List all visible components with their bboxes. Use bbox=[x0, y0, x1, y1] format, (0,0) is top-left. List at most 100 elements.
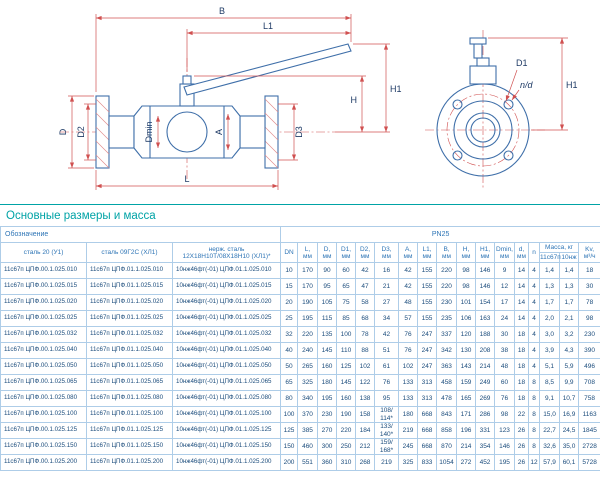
dim-column-name: L, bbox=[304, 245, 311, 253]
value-cell: 1,7 bbox=[539, 294, 561, 311]
designation-cell: 11с67п ЦПФ.00.1.025.020 bbox=[0, 294, 87, 311]
dim-column-unit: мм bbox=[360, 252, 370, 260]
value-cell: 219 bbox=[398, 422, 419, 439]
value-cell: 551 bbox=[297, 454, 319, 471]
value-cell: 708 bbox=[578, 374, 600, 391]
value-cell: 370 bbox=[297, 406, 319, 423]
value-cell: 1,3 bbox=[539, 278, 561, 295]
dim-column-unit: мм bbox=[303, 252, 312, 260]
value-cell: 10,7 bbox=[559, 390, 580, 407]
value-cell: 65 bbox=[336, 278, 357, 295]
dim-label-d2: D2 bbox=[76, 126, 86, 138]
dim-label-l1: L1 bbox=[263, 21, 273, 31]
value-cell: 68 bbox=[355, 310, 376, 327]
value-cell: 1054 bbox=[436, 454, 458, 471]
dim-label-h: H bbox=[351, 95, 358, 105]
value-cell: 668 bbox=[417, 406, 438, 423]
designation-cell: 10нж46фт(-01) ЦПФ.01.1.025.080 bbox=[171, 390, 282, 407]
dim-column-unit: мм bbox=[442, 252, 451, 260]
value-cell: 286 bbox=[475, 406, 496, 423]
value-cell: 85 bbox=[336, 310, 357, 327]
designation-cell: 11с67п ЦПФ.00.1.025.032 bbox=[0, 326, 87, 343]
value-cell: 143 bbox=[456, 358, 477, 375]
designation-cell: 10нж46фт(-01) ЦПФ.01.1.025.010 bbox=[171, 262, 282, 279]
steel-col-header-09g2s: сталь 09Г2С (ХЛ1) bbox=[86, 242, 173, 263]
value-cell: 208 bbox=[475, 342, 496, 359]
designation-cell: 11с67п ЦПФ.01.1.025.100 bbox=[86, 406, 173, 423]
value-cell: 133/ 140* bbox=[374, 422, 400, 439]
value-cell: 219 bbox=[374, 454, 400, 471]
mass-subcol-header-10nzh: 10нж bbox=[559, 252, 580, 263]
designation-cell: 10нж46фт(-01) ЦПФ.01.1.025.040 bbox=[171, 342, 282, 359]
handle-end-profile bbox=[473, 43, 483, 59]
value-cell: 265 bbox=[297, 358, 319, 375]
value-cell: 18 bbox=[514, 342, 530, 359]
value-cell: 30 bbox=[578, 278, 600, 295]
value-cell: 120 bbox=[456, 326, 477, 343]
valve-handle bbox=[183, 43, 352, 96]
value-cell: 60 bbox=[494, 374, 516, 391]
dim-column-unit: мм bbox=[480, 252, 490, 260]
value-cell: 190 bbox=[336, 406, 357, 423]
value-cell: 58 bbox=[355, 294, 376, 311]
value-cell: 18 bbox=[514, 390, 530, 407]
value-cell: 8 bbox=[528, 438, 541, 455]
designation-cell: 11с67п ЦПФ.00.1.025.125 bbox=[0, 422, 87, 439]
dim-label-b: B bbox=[219, 6, 225, 16]
value-cell: 2728 bbox=[578, 438, 600, 455]
value-cell: 16 bbox=[374, 262, 400, 279]
value-cell: 138 bbox=[355, 390, 376, 407]
value-cell: 18 bbox=[514, 326, 530, 343]
right-neck bbox=[239, 115, 266, 149]
value-cell: 123 bbox=[494, 422, 516, 439]
value-cell: 385 bbox=[297, 422, 319, 439]
dim-column-header: L1,мм bbox=[417, 242, 438, 263]
designation-cell: 11с67п ЦПФ.00.1.025.065 bbox=[0, 374, 87, 391]
value-cell: 170 bbox=[297, 278, 319, 295]
designation-cell: 10нж46фт(-01) ЦПФ.01.1.025.200 bbox=[171, 454, 282, 471]
value-cell: 75 bbox=[336, 294, 357, 311]
dim-column-header: D3,мм bbox=[374, 242, 400, 263]
dim-label-d1: D1 bbox=[516, 58, 528, 68]
steel-col-header-20: сталь 20 (У1) bbox=[0, 242, 87, 263]
value-cell: 8 bbox=[528, 406, 541, 423]
value-cell: 32,6 bbox=[539, 438, 561, 455]
value-cell: 76 bbox=[398, 342, 419, 359]
value-cell: 42 bbox=[374, 326, 400, 343]
designation-cell: 11с67п ЦПФ.00.1.025.080 bbox=[0, 390, 87, 407]
value-cell: 354 bbox=[475, 438, 496, 455]
value-cell: 5728 bbox=[578, 454, 600, 471]
value-cell: 60 bbox=[336, 262, 357, 279]
value-cell: 42 bbox=[398, 278, 419, 295]
value-cell: 300 bbox=[317, 438, 338, 455]
value-cell: 270 bbox=[317, 422, 338, 439]
value-cell: 76 bbox=[374, 374, 400, 391]
value-cell: 150 bbox=[280, 438, 299, 455]
value-cell: 196 bbox=[456, 422, 477, 439]
value-cell: 154 bbox=[475, 294, 496, 311]
value-cell: 100 bbox=[336, 326, 357, 343]
value-cell: 310 bbox=[336, 454, 357, 471]
stem-nut bbox=[182, 75, 192, 85]
dim-column-name: d, bbox=[518, 245, 525, 253]
value-cell: 42 bbox=[355, 262, 376, 279]
value-cell: 478 bbox=[436, 390, 458, 407]
value-cell: 342 bbox=[436, 342, 458, 359]
dim-column-unit: мм bbox=[461, 252, 471, 260]
value-cell: 15,0 bbox=[539, 406, 561, 423]
designation-cell: 10нж46фт(-01) ЦПФ.01.1.025.015 bbox=[171, 278, 282, 295]
value-cell: 105 bbox=[317, 294, 338, 311]
designation-cell: 11с67п ЦПФ.00.1.025.100 bbox=[0, 406, 87, 423]
designation-cell: 11с67п ЦПФ.01.1.025.050 bbox=[86, 358, 173, 375]
value-cell: 8,5 bbox=[539, 374, 561, 391]
value-cell: 1,7 bbox=[559, 294, 580, 311]
value-cell: 8 bbox=[528, 422, 541, 439]
value-cell: 18 bbox=[514, 358, 530, 375]
designation-cell: 11с67п ЦПФ.01.1.025.020 bbox=[86, 294, 173, 311]
value-cell: 247 bbox=[417, 358, 438, 375]
value-cell: 230 bbox=[578, 326, 600, 343]
kv-col-header: Kv,м³/ч bbox=[578, 242, 600, 263]
designation-cell: 10нж46фт(-01) ЦПФ.01.1.025.032 bbox=[171, 326, 282, 343]
